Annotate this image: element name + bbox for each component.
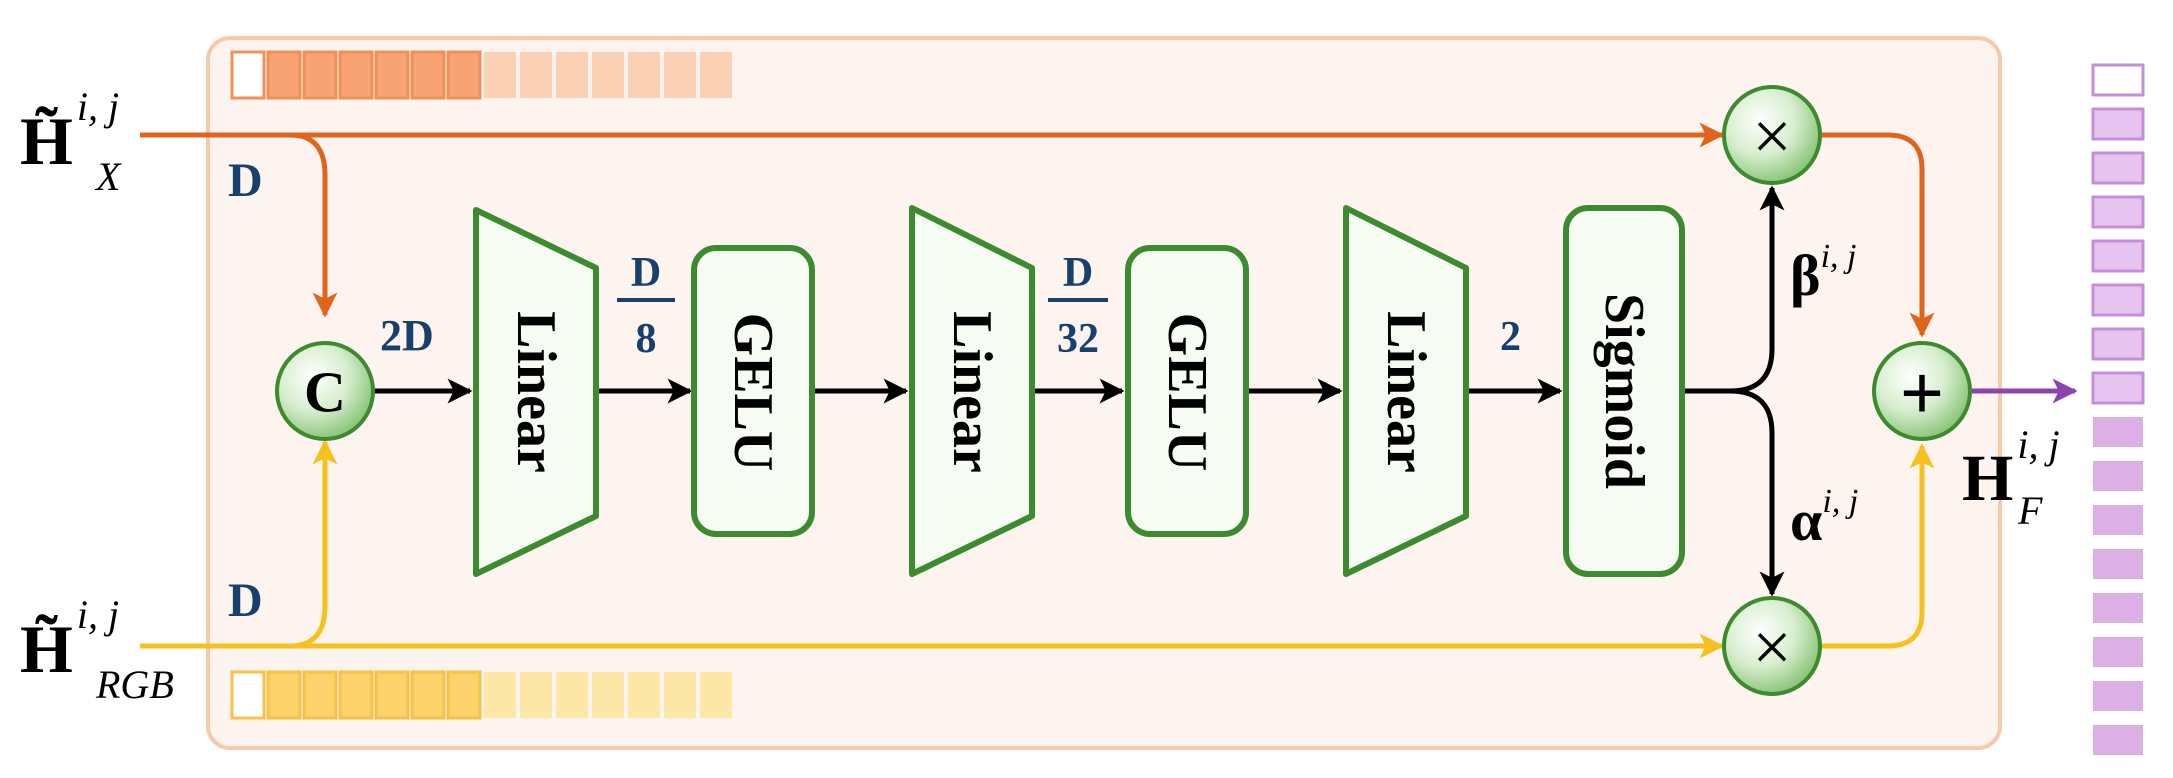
x-dim-label: D	[228, 154, 263, 207]
output-token-strip	[2091, 63, 2145, 755]
gelu1-block	[691, 245, 815, 537]
token-cell	[484, 52, 516, 98]
linear1-block	[473, 207, 599, 577]
sigmoid-to-alpha-arrow	[1729, 388, 1785, 597]
token-cell	[230, 670, 266, 720]
linear1-dim-numerator: D	[631, 250, 661, 296]
linear1-dim-denominator: 8	[636, 316, 657, 362]
token-cell	[338, 670, 374, 720]
token-cell	[520, 672, 552, 718]
output-token-cell	[2093, 417, 2143, 447]
token-cell	[700, 52, 732, 98]
token-cell	[230, 50, 266, 100]
gelu1-label: GELU	[722, 313, 784, 472]
linear2-dim-numerator: D	[1063, 250, 1093, 296]
output-token-cell	[2091, 195, 2145, 229]
output-token-cell	[2093, 593, 2143, 623]
linear3-label: Linear	[1375, 311, 1437, 473]
gelu2-block	[1125, 245, 1249, 537]
token-cell	[592, 52, 624, 98]
output-token-cell	[2093, 461, 2143, 491]
linear3-dim-label: 2	[1500, 314, 1521, 360]
linear3-block	[1343, 205, 1469, 577]
output-token-cell	[2091, 283, 2145, 317]
rgb-to-concat-arrow	[289, 439, 338, 649]
token-cell	[302, 670, 338, 720]
x-token-strip	[230, 50, 732, 100]
x-to-concat-arrow	[289, 132, 338, 318]
multiply-bottom-node	[1722, 596, 1822, 696]
output-token-cell	[2093, 681, 2143, 711]
output-token-cell	[2091, 239, 2145, 273]
output-token-cell	[2093, 549, 2143, 579]
output-token-cell	[2091, 371, 2145, 405]
token-cell	[592, 672, 624, 718]
token-cell	[520, 52, 552, 98]
token-cell	[664, 672, 696, 718]
token-cell	[410, 670, 446, 720]
x-input-subscript: X	[94, 154, 122, 199]
concat-node	[275, 341, 375, 441]
token-cell	[700, 672, 732, 718]
alpha-weight-label: αi, j	[1790, 483, 1858, 553]
output-token-cell	[2091, 107, 2145, 141]
token-cell	[484, 672, 516, 718]
token-cell	[338, 50, 374, 100]
token-cell	[556, 52, 588, 98]
token-cell	[374, 50, 410, 100]
token-cell	[628, 52, 660, 98]
rgb-token-strip	[230, 670, 732, 720]
linear1-label: Linear	[505, 311, 567, 473]
multiply-bottom-symbol: ×	[1752, 610, 1791, 687]
token-cell	[302, 50, 338, 100]
token-cell	[446, 50, 482, 100]
token-cell	[410, 50, 446, 100]
token-cell	[628, 672, 660, 718]
output-token-cell	[2091, 151, 2145, 185]
output-token-cell	[2091, 63, 2145, 97]
add-symbol: +	[1900, 350, 1944, 437]
rgb-input-label: H̃i, j	[20, 592, 119, 687]
token-cell	[664, 52, 696, 98]
token-cell	[446, 670, 482, 720]
multiply-top-symbol: ×	[1752, 99, 1791, 176]
output-token-cell	[2093, 637, 2143, 667]
linear2-label: Linear	[941, 311, 1003, 473]
concat-dim-label: 2D	[380, 311, 434, 360]
fused-output-subscript: F	[2017, 488, 2043, 533]
concat-symbol: C	[304, 360, 346, 425]
multiply-top-to-add-arrow	[1822, 132, 1935, 338]
token-cell	[266, 670, 302, 720]
x-input-label: H̃i, j	[20, 84, 119, 179]
rgb-dim-label: D	[228, 574, 263, 627]
rgb-input-subscript: RGB	[95, 662, 174, 707]
add-node	[1872, 341, 1972, 441]
output-token-cell	[2093, 725, 2143, 755]
linear2-dim-denominator: 32	[1057, 316, 1099, 362]
multiply-bottom-to-add-arrow	[1822, 443, 1935, 649]
multiply-top-node	[1722, 85, 1822, 185]
sigmoid-block	[1563, 205, 1685, 577]
output-token-cell	[2093, 505, 2143, 535]
linear2-block	[909, 205, 1035, 577]
output-token-cell	[2091, 327, 2145, 361]
gelu2-label: GELU	[1156, 313, 1218, 472]
token-cell	[266, 50, 302, 100]
token-cell	[374, 670, 410, 720]
beta-weight-label: βi, j	[1790, 238, 1856, 308]
sigmoid-label: Sigmoid	[1593, 293, 1655, 489]
token-cell	[556, 672, 588, 718]
